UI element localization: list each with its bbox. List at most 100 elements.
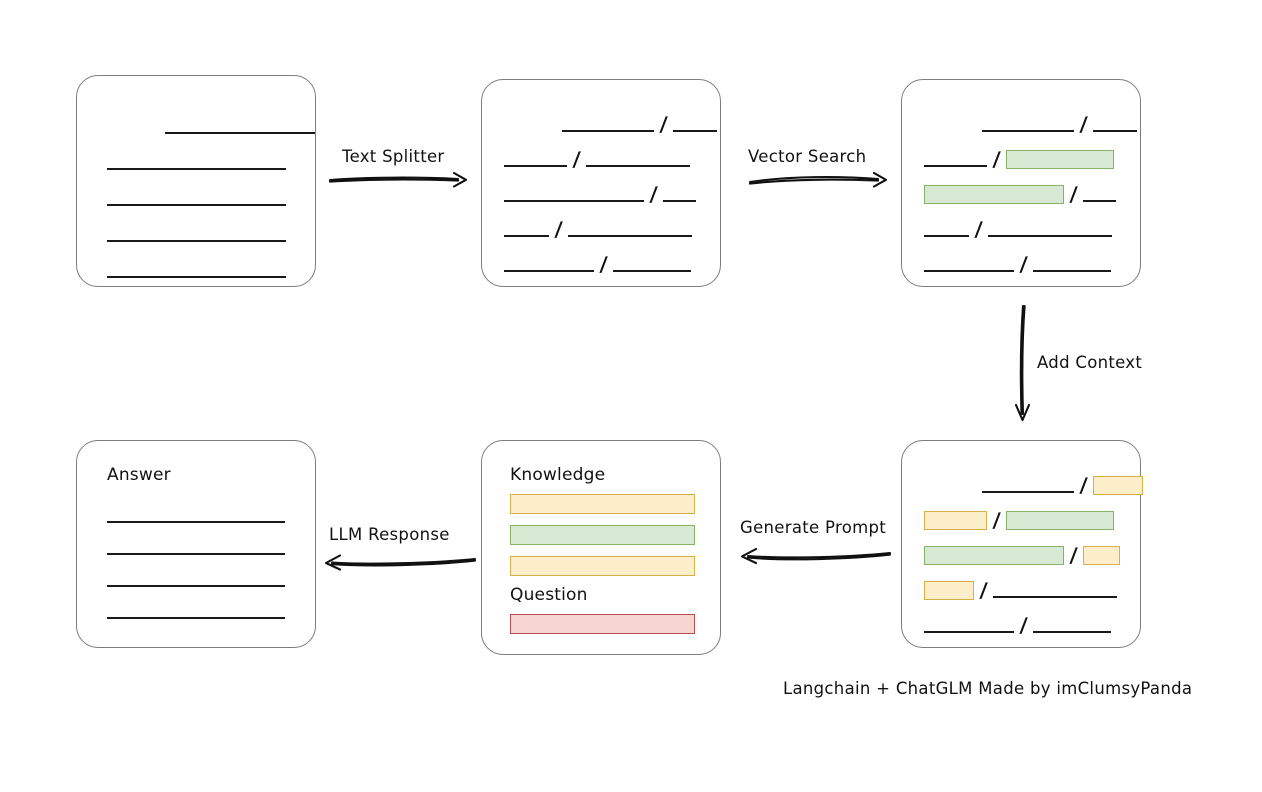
slash-separator: / [1079, 473, 1089, 497]
text-line-segment [586, 165, 691, 167]
text-line-segment [504, 165, 567, 167]
text-line-segment [107, 240, 286, 242]
text-line-segment [107, 585, 285, 587]
slash-separator: / [992, 147, 1002, 171]
text-line-segment [1033, 631, 1112, 633]
source-document-box[interactable] [76, 75, 316, 287]
document-row [107, 222, 286, 244]
text-line-segment [504, 200, 644, 202]
text-line-segment [924, 631, 1014, 633]
arrow-label-text-splitter: Text Splitter [342, 147, 445, 166]
document-row [107, 535, 285, 557]
text-line-segment [924, 165, 987, 167]
document-row [165, 114, 315, 136]
matched-chunks-box[interactable]: / / / / / [901, 79, 1141, 287]
slash-separator: / [1069, 182, 1079, 206]
slash-separator: / [1069, 543, 1079, 567]
text-line-segment [924, 235, 969, 237]
document-row: / [924, 217, 1113, 241]
text-line-segment [1093, 130, 1138, 132]
arrow-label-llm-response: LLM Response [329, 525, 450, 544]
slash-separator: / [659, 112, 669, 136]
text-line-segment [107, 521, 285, 523]
document-row: / [924, 147, 1115, 171]
question-label: Question [510, 585, 588, 605]
text-line-segment [673, 130, 718, 132]
slash-separator: / [554, 217, 564, 241]
text-line-segment [562, 130, 654, 132]
context-chunks-box[interactable]: / / / / / [901, 440, 1144, 648]
text-line-segment [107, 168, 286, 170]
text-line-segment [988, 235, 1113, 237]
arrow-label-add-context: Add Context [1037, 353, 1143, 372]
document-row [107, 599, 285, 621]
slash-separator: / [1019, 613, 1029, 637]
document-row: / [504, 217, 693, 241]
document-row: / [982, 473, 1144, 497]
slash-separator: / [599, 252, 609, 276]
text-line-segment [1033, 270, 1112, 272]
text-line-segment [504, 270, 594, 272]
generate-prompt-arrow [740, 547, 892, 565]
text-line-segment [1083, 200, 1117, 202]
document-row [107, 567, 285, 589]
document-row: / [924, 252, 1112, 276]
document-row: / [924, 543, 1121, 567]
highlight-chip-yellow [924, 511, 987, 530]
slash-separator: / [1079, 112, 1089, 136]
document-row: / [924, 578, 1118, 602]
context-chunks-rows: / / / / / [902, 441, 1144, 647]
text-line-segment [107, 204, 286, 206]
slash-separator: / [572, 147, 582, 171]
split-chunks-box[interactable]: / / / / / [481, 79, 721, 287]
text-line-segment [165, 132, 315, 134]
add-context-arrow [1014, 304, 1031, 422]
prompt-bar-yellow [510, 494, 695, 514]
slash-separator: / [1019, 252, 1029, 276]
highlight-chip-green [924, 546, 1064, 565]
text-line-segment [107, 276, 286, 278]
prompt-box[interactable]: Knowledge Question [481, 440, 721, 655]
text-line-segment [993, 596, 1118, 598]
text-line-segment [613, 270, 692, 272]
vector-search-arrow [748, 171, 888, 188]
source-document-rows [77, 76, 315, 286]
answer-rows [77, 441, 315, 647]
llm-response-arrow [324, 554, 477, 571]
highlight-chip-green [1006, 511, 1115, 530]
document-row [107, 186, 286, 208]
document-row [107, 150, 286, 172]
highlight-chip-green [1006, 150, 1115, 169]
footer-credit: Langchain + ChatGLM Made by imClumsyPand… [783, 679, 1193, 698]
slash-separator: / [649, 182, 659, 206]
document-row: / [504, 147, 691, 171]
text-line-segment [924, 270, 1014, 272]
prompt-bar-yellow [510, 556, 695, 576]
text-line-segment [504, 235, 549, 237]
document-row [107, 503, 285, 525]
knowledge-label: Knowledge [510, 465, 606, 485]
answer-box[interactable]: Answer [76, 440, 316, 648]
document-row: / [562, 112, 718, 136]
text-line-segment [982, 491, 1074, 493]
document-row: / [504, 252, 692, 276]
matched-chunks-rows: / / / / / [902, 80, 1140, 286]
highlight-chip-green [924, 185, 1064, 204]
slash-separator: / [974, 217, 984, 241]
document-row: / [504, 182, 697, 206]
arrow-label-vector-search: Vector Search [748, 147, 867, 166]
highlight-chip-yellow [1093, 476, 1144, 495]
text-line-segment [107, 617, 285, 619]
text-splitter-arrow [328, 171, 468, 188]
highlight-chip-yellow [1083, 546, 1121, 565]
highlight-chip-yellow [924, 581, 974, 600]
text-line-segment [568, 235, 693, 237]
slash-separator: / [992, 508, 1002, 532]
prompt-bar-red [510, 614, 695, 634]
text-line-segment [107, 553, 285, 555]
slash-separator: / [979, 578, 989, 602]
split-chunks-rows: / / / / / [482, 80, 720, 286]
document-row: / [924, 508, 1115, 532]
text-line-segment [982, 130, 1074, 132]
